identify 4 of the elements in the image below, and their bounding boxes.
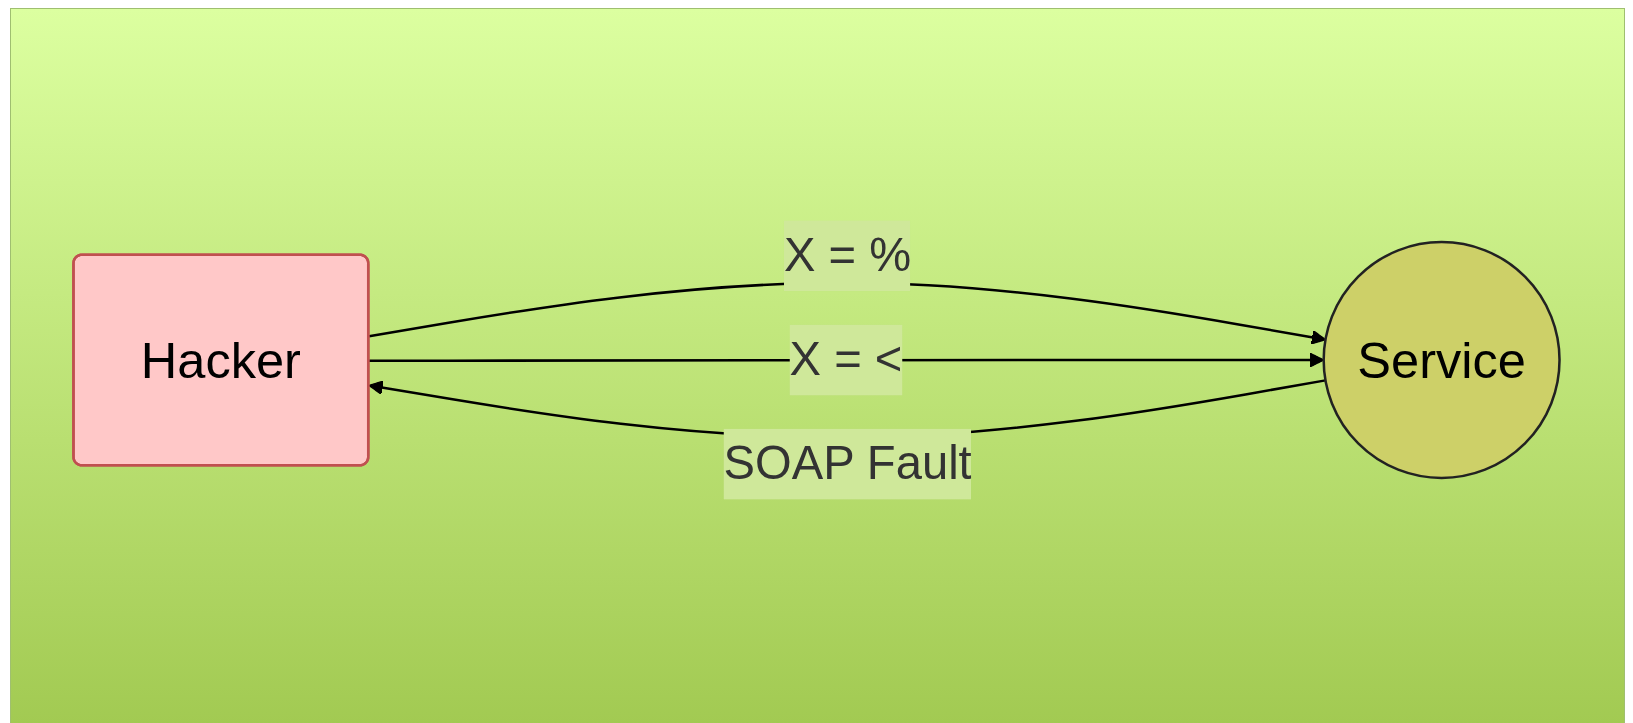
edge-label: SOAP Fault xyxy=(723,437,972,490)
edge-label: X = < xyxy=(789,333,903,386)
node-circle: Service xyxy=(1322,240,1561,480)
edge-label: X = % xyxy=(783,228,912,282)
